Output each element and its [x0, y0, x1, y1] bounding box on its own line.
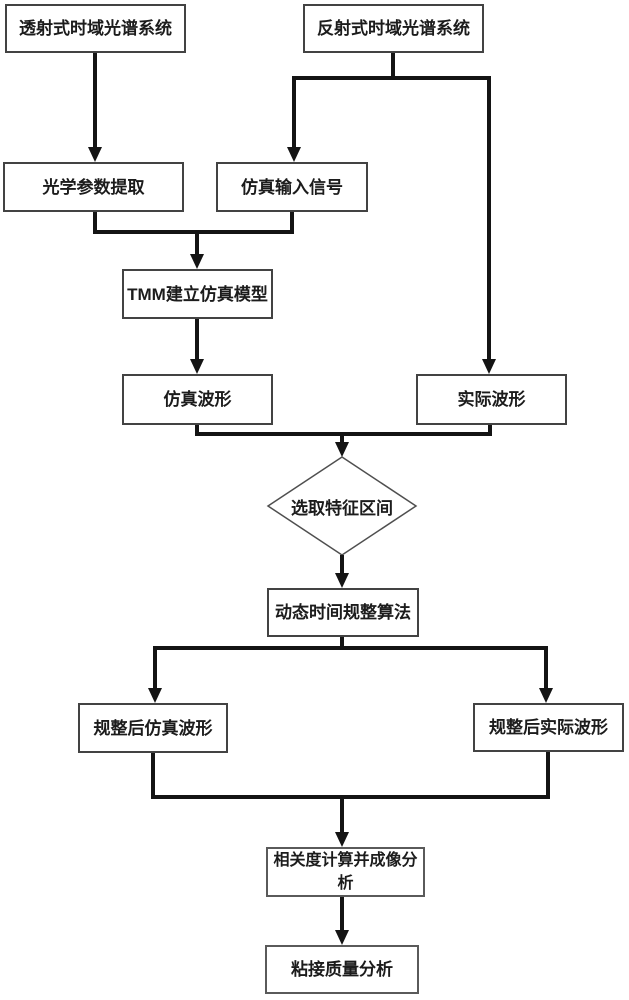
edge-dtw-split [153, 646, 548, 690]
edge-merge-to-tmm-u [93, 212, 294, 234]
node-reflection-system: 反射式时域光谱系统 [303, 4, 484, 53]
node-select-feature-interval: 选取特征区间 [291, 498, 393, 518]
edge-lines [93, 53, 550, 932]
node-warped-actual-waveform: 规整后实际波形 [473, 703, 624, 752]
node-correlation-imaging: 相关度计算并成像分析 [266, 847, 425, 897]
node-optical-params: 光学参数提取 [3, 162, 184, 212]
node-sim-input-signal: 仿真输入信号 [216, 162, 368, 212]
arrowhead-icon [335, 832, 349, 847]
arrowhead-icon [190, 254, 204, 269]
arrowhead-icon [335, 573, 349, 588]
node-sim-waveform: 仿真波形 [122, 374, 273, 425]
arrowhead-icon [335, 930, 349, 945]
arrowhead-icon [190, 359, 204, 374]
node-actual-waveform: 实际波形 [416, 374, 567, 425]
arrowhead-icon [148, 688, 162, 703]
arrowhead-icon [335, 442, 349, 457]
arrowheads [88, 147, 553, 945]
arrowhead-icon [482, 359, 496, 374]
node-transmission-system: 透射式时域光谱系统 [5, 4, 186, 53]
arrowhead-icon [88, 147, 102, 162]
edge-warped-merge-u [151, 752, 550, 799]
arrowhead-icon [287, 147, 301, 162]
node-bonding-quality: 粘接质量分析 [265, 945, 419, 994]
node-warped-sim-waveform: 规整后仿真波形 [78, 703, 228, 753]
arrowhead-icon [539, 688, 553, 703]
node-dtw-algorithm: 动态时间规整算法 [267, 588, 419, 637]
edge-reflection-branches [292, 76, 491, 361]
node-tmm-model: TMM建立仿真模型 [122, 269, 273, 319]
